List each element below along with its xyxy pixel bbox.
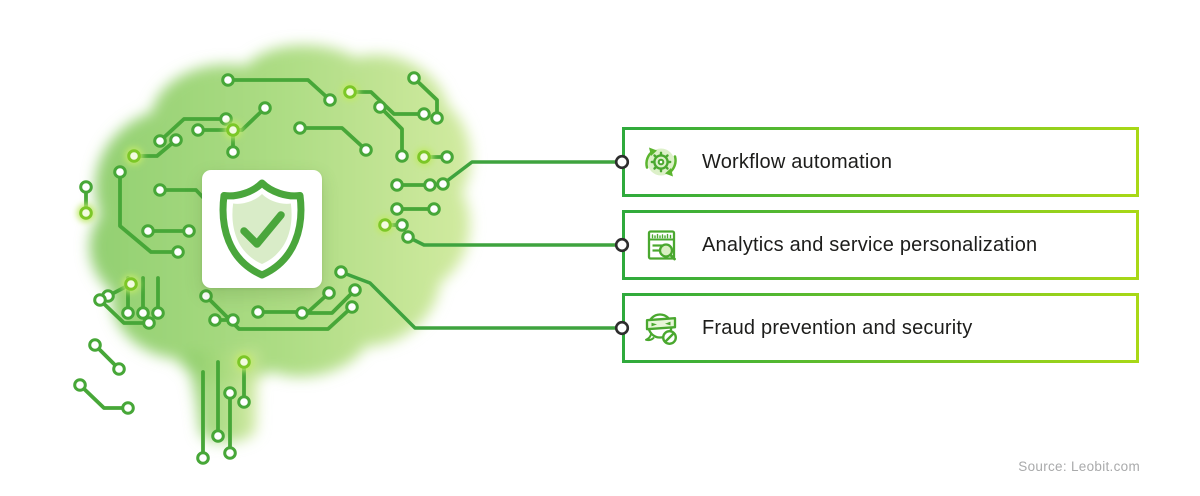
shield-card: [202, 170, 322, 288]
shield-check-icon: [219, 179, 305, 279]
analytics-icon: [647, 230, 676, 261]
feature-label: Workflow automation: [702, 150, 893, 173]
connector-line-3: [340, 270, 616, 330]
connector-lines: [340, 160, 616, 330]
feature-box-workflow-automation: Workflow automation: [622, 127, 1139, 197]
feature-box-fraud-prevention: Fraud prevention and security: [622, 293, 1139, 363]
feature-label: Fraud prevention and security: [702, 316, 973, 339]
connector-line-2: [407, 235, 616, 247]
fraud-prevention-icon: [645, 313, 678, 346]
feature-box-analytics: Analytics and service personalization: [622, 210, 1139, 280]
workflow-automation-icon: [645, 147, 677, 177]
source-attribution: Source: Leobit.com: [1018, 459, 1140, 474]
connector-line-1: [441, 160, 616, 186]
feature-label: Analytics and service personalization: [702, 233, 1038, 256]
